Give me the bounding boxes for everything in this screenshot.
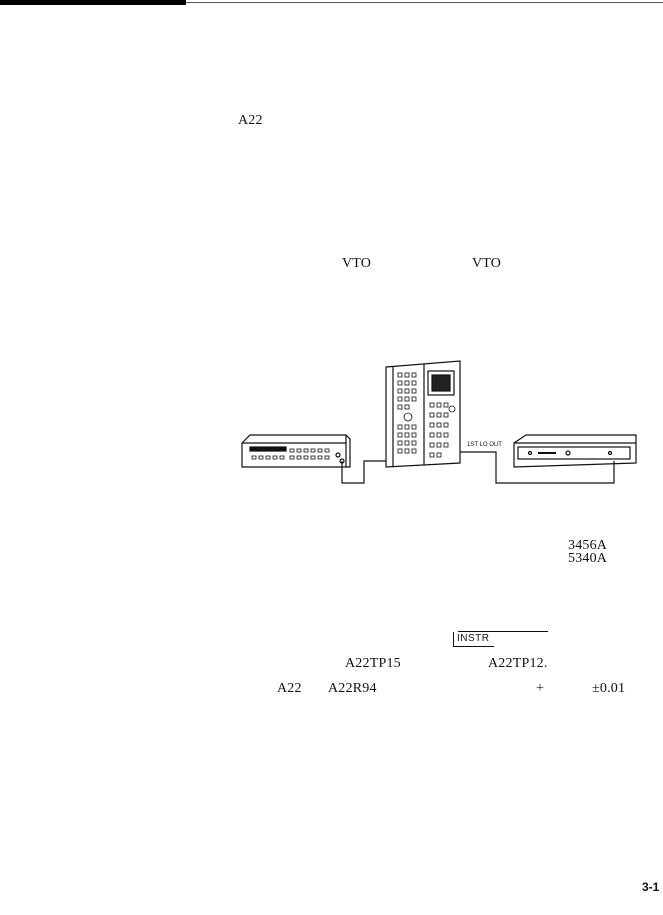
- text-plus: +: [536, 681, 545, 696]
- text-a22tp15: A22TP15: [345, 656, 401, 671]
- text-vto-left: VTO: [342, 256, 372, 271]
- cable-dvm: [341, 460, 386, 484]
- page-number: 3-1: [642, 880, 660, 894]
- text-3456a: 3456A: [568, 538, 608, 553]
- text-a22-bottom: A22: [277, 681, 302, 696]
- cable-lo-out: [460, 451, 615, 484]
- lo-out-label: 1ST LO OUT: [467, 442, 502, 448]
- text-vto-right: VTO: [472, 256, 502, 271]
- text-a22-top: A22: [238, 113, 263, 128]
- text-a22r94: A22R94: [328, 681, 377, 696]
- spectrum-analyzer: [385, 360, 461, 468]
- instr-key-overline: [458, 631, 548, 632]
- text-a22tp12: A22TP12.: [488, 656, 548, 671]
- instr-key: INSTR: [453, 632, 494, 647]
- frequency-counter: [513, 434, 637, 468]
- text-5340a: 5340A: [568, 551, 608, 566]
- text-tolerance: ±0.01: [592, 681, 626, 696]
- header-rule-thick: [0, 0, 186, 5]
- header-rule-thin: [186, 2, 663, 3]
- test-setup-figure: 1ST LO OUT: [241, 360, 637, 484]
- dvm-instrument: [241, 434, 351, 468]
